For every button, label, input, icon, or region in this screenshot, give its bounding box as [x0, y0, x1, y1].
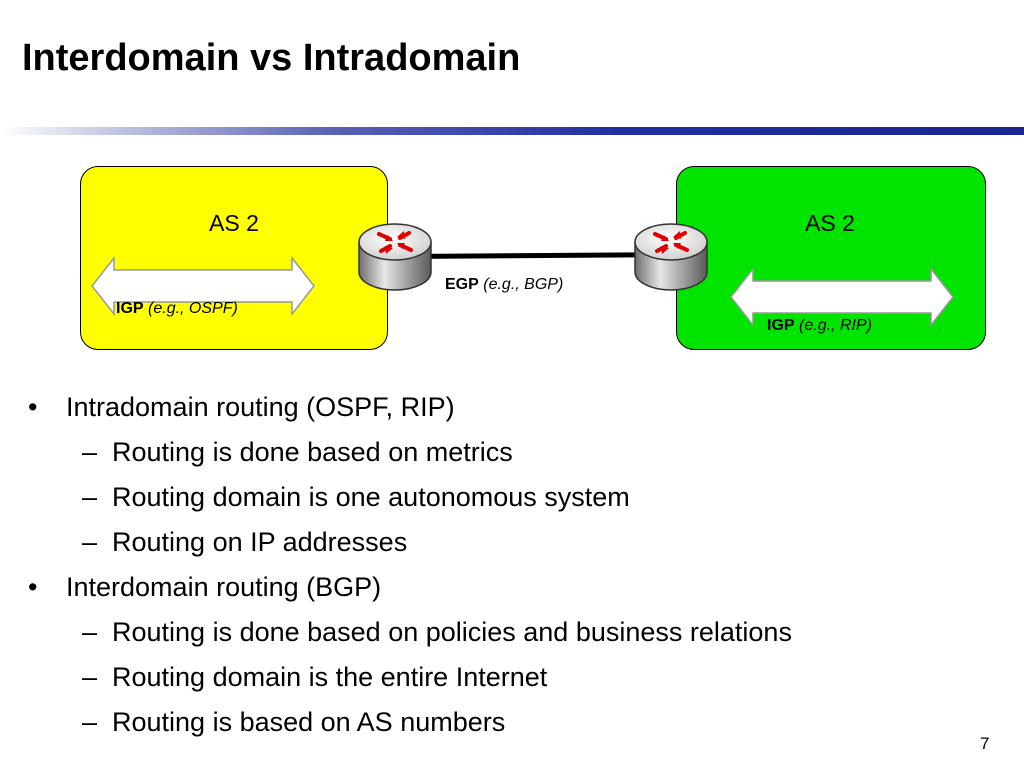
page-number: 7 [980, 734, 990, 753]
sub-bullet-text: Routing domain is the entire Internet [112, 662, 548, 692]
as-label-right: AS 2 [805, 210, 855, 236]
bullet-marker: • [28, 572, 38, 602]
sub-bullet-item: – Routing is done based on policies and … [82, 617, 792, 647]
as-label-left: AS 2 [209, 210, 259, 236]
bullet-text: Intradomain routing (OSPF, RIP) [66, 392, 455, 422]
sub-bullet-text: Routing is done based on policies and bu… [112, 617, 792, 647]
sub-bullet-item: – Routing is done based on metrics [82, 437, 513, 467]
double-arrow-right-icon [730, 267, 954, 327]
egp-example: (e.g., BGP) [483, 276, 564, 293]
dash-marker: – [82, 437, 98, 467]
sub-bullet-item: – Routing domain is the entire Internet [82, 662, 548, 692]
as-box-left [80, 166, 388, 350]
bullet-item: • Intradomain routing (OSPF, RIP) [28, 392, 455, 422]
igp-left-example: (e.g., OSPF) [148, 300, 238, 317]
egp-name: EGP [445, 276, 479, 293]
dash-marker: – [82, 707, 98, 737]
igp-right-name: IGP [767, 317, 795, 334]
bullet-marker: • [28, 392, 38, 422]
dash-marker: – [82, 527, 98, 557]
sub-bullet-text: Routing domain is one autonomous system [112, 482, 630, 512]
router-icon [358, 223, 432, 291]
dash-marker: – [82, 617, 98, 647]
dash-marker: – [82, 662, 98, 692]
egp-link-line [419, 252, 661, 259]
bullet-item: • Interdomain routing (BGP) [28, 572, 382, 602]
igp-right-label: IGP (e.g., RIP) [767, 317, 872, 335]
double-arrow-left-icon [91, 256, 315, 316]
sub-bullet-text: Routing on IP addresses [112, 527, 408, 557]
sub-bullet-text: Routing is based on AS numbers [112, 707, 506, 737]
sub-bullet-item: – Routing domain is one autonomous syste… [82, 482, 630, 512]
router-icon [634, 223, 708, 291]
dash-marker: – [82, 482, 98, 512]
egp-label: EGP (e.g., BGP) [445, 276, 563, 294]
igp-right-example: (e.g., RIP) [799, 317, 872, 334]
slide-title: Interdomain vs Intradomain [22, 37, 521, 79]
igp-left-name: IGP [116, 300, 144, 317]
title-divider [0, 127, 1024, 135]
sub-bullet-item: – Routing on IP addresses [82, 527, 408, 557]
sub-bullet-item: – Routing is based on AS numbers [82, 707, 506, 737]
igp-left-label: IGP (e.g., OSPF) [116, 300, 238, 318]
bullet-text: Interdomain routing (BGP) [66, 572, 382, 602]
sub-bullet-text: Routing is done based on metrics [112, 437, 513, 467]
